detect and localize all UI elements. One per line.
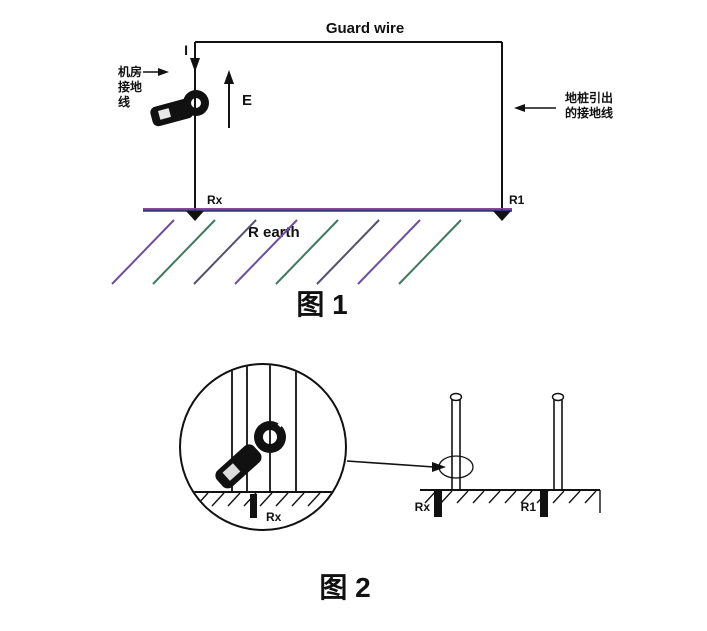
zoom-clamp-display: [222, 463, 241, 481]
hatch-line: [472, 490, 485, 504]
hatch-line: [520, 490, 533, 504]
hatch-line: [291, 492, 305, 507]
zoom-clamp-jaw-gap: [277, 414, 290, 428]
left-note-line2: 接地: [118, 79, 142, 94]
rx-ground-symbol-icon: [186, 211, 204, 221]
clamp-meter-fig1: [150, 90, 209, 127]
current-label: I: [184, 42, 188, 58]
scene-r1-label: R1: [521, 500, 537, 514]
zoom-view: Rx: [185, 365, 341, 524]
right-note-line1: 地桩引出: [565, 90, 613, 105]
clamp-meter-body: [150, 98, 194, 127]
hatch-line: [234, 219, 298, 285]
r1-stake: [540, 491, 548, 517]
r1-ground-symbol-icon: [493, 211, 511, 221]
left-post-cap: [449, 392, 463, 402]
hatch-line: [552, 490, 565, 504]
right-note-arrow-icon: [514, 104, 525, 112]
small-scene: Rx R1: [415, 392, 601, 517]
zoom-clamp-body: [215, 444, 262, 489]
scene-ground-hatch: [424, 490, 597, 504]
zoom-pointer-line: [346, 460, 435, 468]
left-note-arrow-icon: [158, 68, 169, 76]
hatch-line: [152, 219, 216, 285]
soil-hatch: [111, 219, 462, 285]
hatch-line: [504, 490, 517, 504]
hatch-line: [193, 219, 257, 285]
hatch-line: [398, 219, 462, 285]
scene-rx-label: Rx: [415, 500, 431, 514]
voltage-label: E: [242, 92, 252, 109]
figure2-caption: 图 2: [319, 572, 370, 603]
hatch-line: [316, 219, 380, 285]
rx-stake: [434, 491, 442, 517]
rx-label: Rx: [207, 193, 223, 207]
left-note-line1: 机房: [118, 64, 142, 79]
hatch-line: [357, 219, 421, 285]
hatch-line: [584, 490, 597, 504]
guard-wire-label: Guard wire: [326, 20, 404, 37]
hatch-line: [275, 492, 289, 507]
hatch-line: [227, 492, 241, 507]
hatch-line: [488, 490, 501, 504]
hatch-line: [440, 490, 453, 504]
figure-1: Guard wire I E 机房: [111, 20, 613, 320]
hatch-line: [211, 492, 225, 507]
hatch-line: [111, 219, 175, 285]
hatch-line: [275, 219, 339, 285]
left-note-line3: 线: [118, 94, 130, 109]
figure1-caption: 图 1: [296, 289, 347, 320]
right-note: 地桩引出 的接地线: [514, 90, 613, 120]
hatch-line: [568, 490, 581, 504]
left-note: 机房 接地 线: [118, 64, 169, 109]
hatch-line: [456, 490, 469, 504]
hatch-line: [259, 492, 273, 507]
zoom-rx-label: Rx: [266, 510, 282, 524]
voltage-arrow-icon: [224, 70, 234, 84]
right-note-line2: 的接地线: [565, 105, 613, 120]
r1-label: R1: [509, 193, 525, 207]
right-post-cap: [551, 392, 565, 402]
zoom-earth-stake: [250, 494, 257, 518]
clamp-meter-display: [158, 108, 171, 120]
highlight-ellipse: [438, 455, 474, 479]
figure-2: Rx: [179, 363, 601, 603]
r-earth-label: R earth: [248, 224, 300, 241]
hatch-line: [307, 492, 321, 507]
